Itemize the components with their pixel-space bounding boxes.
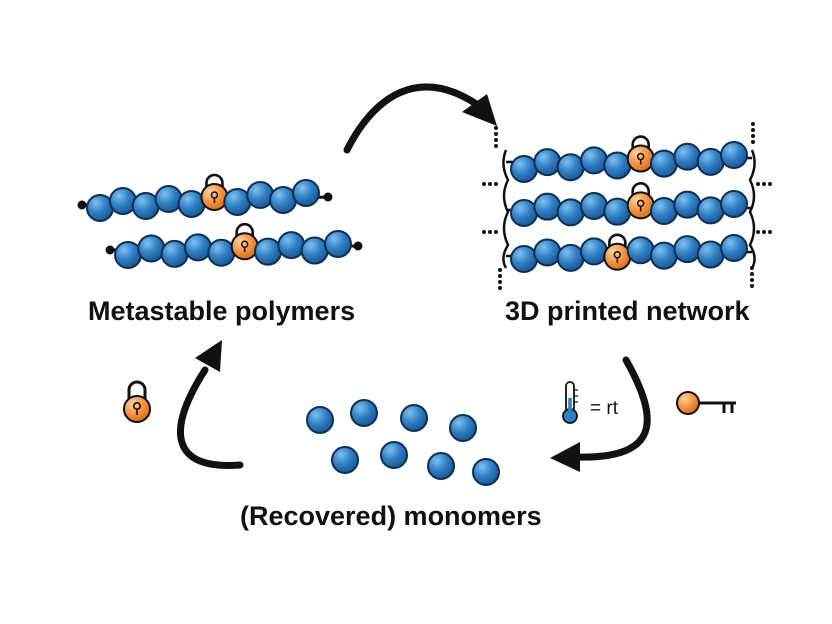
monomer-bead bbox=[510, 199, 538, 227]
thermometer-icon bbox=[562, 381, 578, 424]
monomer-bead bbox=[292, 179, 320, 207]
monomer-bead bbox=[673, 235, 702, 264]
monomer-bead bbox=[472, 458, 500, 486]
monomer-bead bbox=[427, 452, 455, 480]
locked-monomer-bead bbox=[603, 233, 632, 271]
monomer-bead bbox=[650, 149, 678, 178]
monomer-bead bbox=[510, 245, 538, 273]
continuation-dot bbox=[751, 134, 755, 138]
monomer-bead bbox=[108, 187, 137, 215]
network-continuation-dots bbox=[482, 122, 772, 290]
continuation-dot bbox=[762, 182, 766, 186]
monomer-bead bbox=[277, 231, 306, 260]
continuation-dot bbox=[494, 138, 498, 142]
continuation-dot bbox=[494, 132, 498, 136]
locked-monomer-bead bbox=[626, 182, 655, 220]
monomer-bead bbox=[300, 236, 329, 265]
locked-monomer-bead bbox=[200, 173, 229, 211]
lock-icon bbox=[123, 380, 151, 423]
monomer-bead bbox=[207, 238, 236, 267]
monomer-bead bbox=[306, 406, 334, 434]
continuation-dot bbox=[494, 126, 498, 130]
monomer-bead bbox=[154, 185, 183, 213]
monomer-bead bbox=[380, 441, 408, 469]
continuation-dot bbox=[488, 230, 492, 234]
monomer-bead bbox=[696, 240, 725, 269]
continuation-dot bbox=[482, 230, 486, 234]
printed-network-label: 3D printed network bbox=[505, 296, 750, 326]
monomer-bead bbox=[696, 147, 725, 176]
monomer-bead bbox=[673, 190, 702, 219]
monomer-bead bbox=[137, 234, 166, 263]
continuation-dot bbox=[751, 122, 755, 126]
monomer-bead bbox=[160, 239, 189, 268]
continuation-dot bbox=[768, 230, 772, 234]
monomer-bead bbox=[720, 141, 748, 169]
continuation-dot bbox=[750, 278, 754, 282]
continuation-dot bbox=[498, 286, 502, 290]
continuation-dot bbox=[756, 230, 760, 234]
continuation-dot bbox=[750, 284, 754, 288]
monomer-bead bbox=[400, 404, 428, 432]
monomer-bead bbox=[114, 241, 142, 269]
continuation-dot bbox=[498, 268, 502, 272]
monomer-beads bbox=[86, 135, 748, 486]
monomer-bead bbox=[510, 155, 538, 183]
monomer-bead bbox=[626, 236, 655, 265]
monomer-bead bbox=[580, 237, 608, 266]
arrow-to-polymers bbox=[177, 340, 244, 470]
locked-monomer-bead bbox=[230, 223, 259, 261]
continuation-dot bbox=[750, 266, 754, 270]
locked-monomer-bead bbox=[626, 135, 655, 173]
monomer-bead bbox=[603, 151, 632, 180]
monomer-bead bbox=[556, 198, 585, 227]
continuation-dot bbox=[756, 182, 760, 186]
continuation-dot bbox=[488, 182, 492, 186]
monomer-bead bbox=[324, 230, 352, 258]
temperature-label: = rt bbox=[590, 398, 618, 419]
metastable-polymers-label: Metastable polymers bbox=[88, 296, 356, 326]
continuation-dot bbox=[482, 182, 486, 186]
monomer-bead bbox=[184, 233, 212, 262]
monomer-bead bbox=[650, 241, 678, 270]
monomer-bead bbox=[580, 192, 608, 220]
monomer-bead bbox=[673, 142, 702, 171]
arrow-to-monomers bbox=[550, 356, 651, 472]
monomer-bead bbox=[720, 190, 748, 218]
recovered-monomers-label: (Recovered) monomers bbox=[240, 501, 542, 531]
monomer-bead bbox=[533, 148, 562, 177]
monomer-bead bbox=[556, 153, 585, 182]
monomer-bead bbox=[254, 237, 282, 266]
monomer-bead bbox=[449, 414, 477, 442]
continuation-dot bbox=[751, 140, 755, 144]
monomer-bead bbox=[331, 446, 359, 474]
continuation-dot bbox=[750, 272, 754, 276]
continuation-dot bbox=[498, 274, 502, 278]
continuation-dot bbox=[494, 144, 498, 148]
continuation-dot bbox=[494, 182, 498, 186]
monomer-bead bbox=[556, 243, 585, 272]
monomer-bead bbox=[580, 146, 608, 175]
continuation-dot bbox=[751, 128, 755, 132]
monomer-bead bbox=[720, 234, 748, 262]
monomer-bead bbox=[350, 399, 378, 427]
continuation-dot bbox=[762, 230, 766, 234]
continuation-dot bbox=[494, 230, 498, 234]
monomer-bead bbox=[533, 192, 562, 221]
monomer-bead bbox=[603, 197, 632, 226]
monomer-bead bbox=[533, 238, 562, 267]
arrow-to-network bbox=[343, 83, 497, 154]
continuation-dot bbox=[768, 182, 772, 186]
monomer-bead bbox=[696, 196, 725, 225]
continuation-dot bbox=[498, 280, 502, 284]
monomer-bead bbox=[246, 181, 275, 209]
monomer-bead bbox=[650, 197, 678, 225]
key-icon bbox=[676, 391, 736, 415]
